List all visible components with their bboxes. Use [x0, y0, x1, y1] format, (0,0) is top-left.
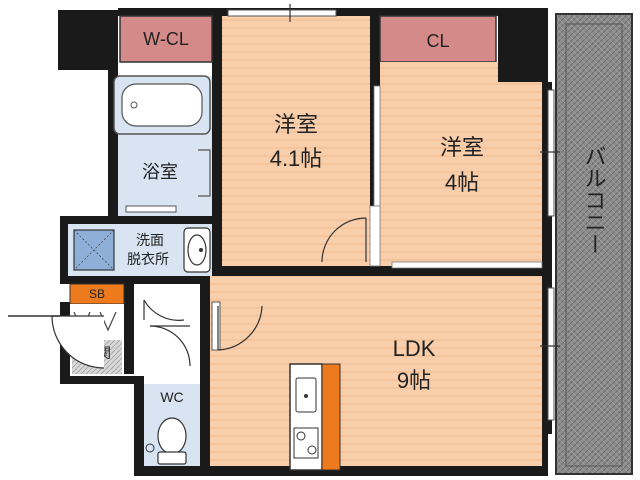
washroom-label-2: 脱衣所 [127, 251, 169, 267]
front-door [8, 315, 105, 369]
ldk-window [547, 287, 555, 421]
balcony [555, 13, 633, 475]
room1-window [227, 9, 337, 17]
room1-name: 洋室 [274, 112, 318, 137]
cl-label: CL [426, 31, 449, 51]
sb-label: SB [89, 287, 105, 301]
western-room-2: 洋室 4帖 [373, 62, 560, 266]
walk-in-closet: W-CL [119, 15, 213, 63]
ldk-name: LDK [393, 336, 436, 361]
bathroom: 浴室 [113, 75, 212, 216]
room1-size: 4.1帖 [270, 146, 323, 171]
bath-label: 浴室 [142, 162, 178, 182]
western-room-1: 洋室 4.1帖 [222, 4, 370, 266]
ldk-size: 9帖 [397, 368, 431, 393]
closet: CL [379, 15, 497, 77]
shoe-box: SB [69, 283, 125, 305]
room2-name: 洋室 [440, 135, 484, 160]
room2-window [547, 89, 555, 217]
washroom-label-1: 洗面 [136, 232, 164, 248]
ldk: LDK 9帖 [210, 276, 560, 466]
toilet-room: WC [144, 384, 200, 466]
wcl-label: W-CL [143, 29, 189, 49]
balcony-label: バルコニー [582, 145, 607, 255]
balcony-label-group: バルコニー [582, 145, 607, 255]
toilet [157, 417, 187, 455]
wc-label: WC [160, 389, 183, 405]
kitchen-counter [321, 363, 341, 471]
hallway [134, 284, 200, 376]
room-doors [321, 205, 543, 269]
kitchen [289, 363, 341, 471]
washroom: 洗面 脱衣所 [68, 224, 212, 276]
room2-size: 4帖 [445, 170, 479, 195]
